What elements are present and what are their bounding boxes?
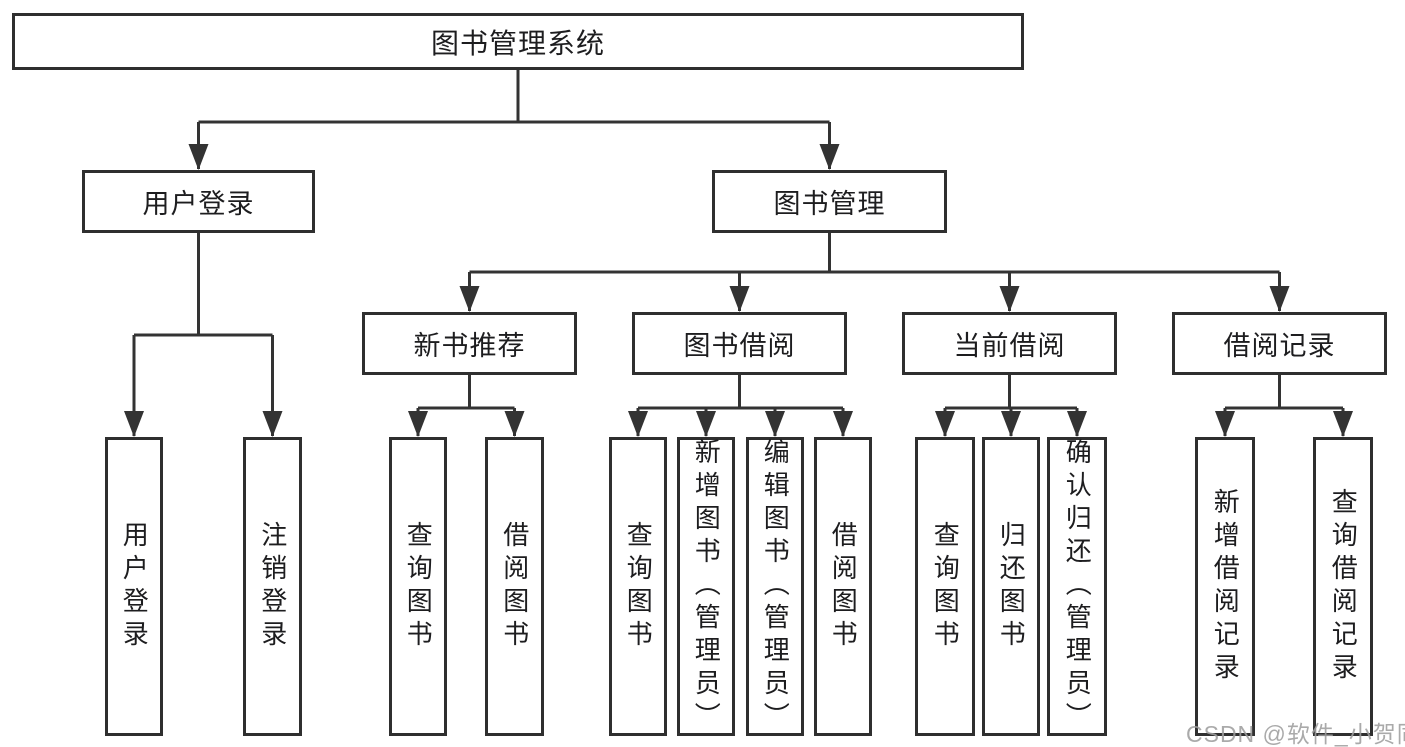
csdn-watermark: CSDN @软件_小贺同学 [1186,721,1405,747]
node-label: 确认归还（管理员） [1062,438,1093,735]
node-user-login-leaf: 用户登录 [105,437,163,736]
node-label: 用户登录 [119,520,150,653]
node-label: 查询图书 [403,520,434,653]
node-query-borrow-record: 查询借阅记录 [1313,437,1373,736]
node-label: 编辑图书（管理员） [760,438,791,735]
node-add-book-admin: 新增图书（管理员） [677,437,735,736]
node-label: 归还图书 [996,520,1027,653]
node-book-management: 图书管理 [712,170,947,233]
node-label: 查询图书 [930,520,961,653]
node-user-login: 用户登录 [82,170,315,233]
node-current-borrowing: 当前借阅 [902,312,1117,375]
node-label: 新增借阅记录 [1210,487,1241,686]
node-label: 查询图书 [623,520,654,653]
node-logout: 注销登录 [243,437,302,736]
node-add-borrow-record: 新增借阅记录 [1195,437,1255,736]
node-label: 借阅记录 [1223,331,1336,361]
node-borrow-books-recommend: 借阅图书 [485,437,544,736]
node-book-borrowing: 图书借阅 [632,312,847,375]
node-label: 新增图书（管理员） [691,438,722,735]
node-label: 当前借阅 [953,331,1066,361]
node-edit-book-admin: 编辑图书（管理员） [746,437,804,736]
node-label: 注销登录 [257,520,288,653]
node-label: 图书管理 [773,189,886,219]
node-query-books-current: 查询图书 [915,437,975,736]
node-label: 图书管理系统 [430,27,605,59]
node-borrow-books-leaf: 借阅图书 [814,437,872,736]
node-label: 借阅图书 [499,520,530,653]
node-new-book-recommendation: 新书推荐 [362,312,577,375]
node-library-management-system: 图书管理系统 [12,13,1024,70]
node-query-books-borrow: 查询图书 [609,437,667,736]
node-label: 借阅图书 [828,520,859,653]
node-label: 查询借阅记录 [1328,487,1359,686]
node-confirm-return-admin: 确认归还（管理员） [1047,437,1107,736]
node-return-books: 归还图书 [982,437,1040,736]
node-label: 用户登录 [142,189,255,219]
node-query-books-recommend: 查询图书 [389,437,447,736]
node-label: 图书借阅 [683,331,796,361]
node-borrowing-records: 借阅记录 [1172,312,1387,375]
node-label: 新书推荐 [413,331,526,361]
